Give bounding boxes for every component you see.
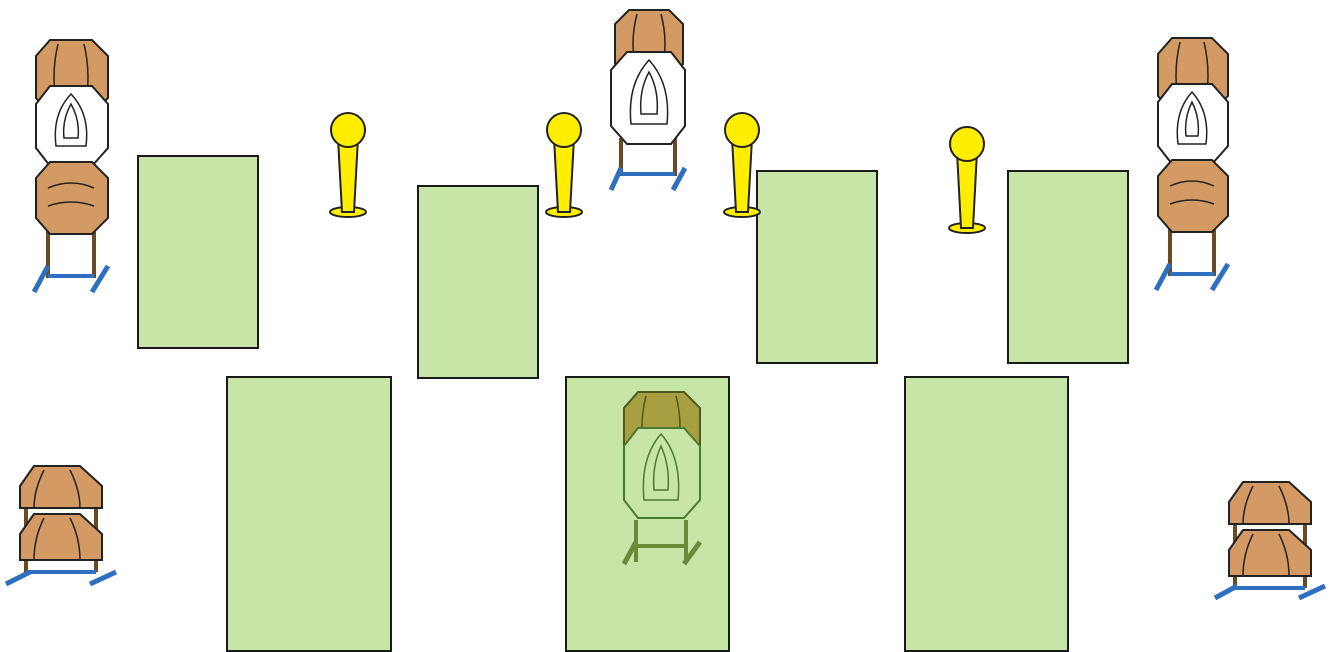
paper-target-brown-icon	[20, 466, 102, 508]
right-tall-stand	[1152, 36, 1237, 294]
barrier-3	[756, 170, 878, 364]
paper-target-brown-icon	[20, 514, 102, 560]
barrier-5	[226, 376, 392, 652]
paper-target-white-icon	[611, 52, 685, 144]
right-low-stand	[1213, 480, 1329, 604]
no-shoot-target-icon	[624, 428, 700, 518]
center-tall-stand	[607, 8, 692, 196]
paper-target-white-icon	[1158, 84, 1228, 164]
paper-target-brown-icon	[36, 162, 108, 234]
paper-target-brown-icon	[1158, 160, 1228, 232]
barrier-1	[137, 155, 259, 349]
barrier-2	[417, 185, 539, 379]
steel-popper-icon	[945, 124, 989, 236]
paper-target-white-icon	[36, 86, 108, 166]
paper-target-brown-icon	[1229, 530, 1311, 576]
barrier-4	[1007, 170, 1129, 364]
barrier-7	[904, 376, 1069, 652]
paper-target-brown-icon	[1229, 482, 1311, 524]
steel-popper-icon	[326, 110, 370, 222]
steel-popper-icon	[542, 110, 586, 222]
center-hidden-stand	[620, 390, 710, 570]
steel-popper-icon	[720, 110, 764, 222]
left-tall-stand	[30, 38, 115, 296]
left-low-stand	[4, 464, 120, 588]
